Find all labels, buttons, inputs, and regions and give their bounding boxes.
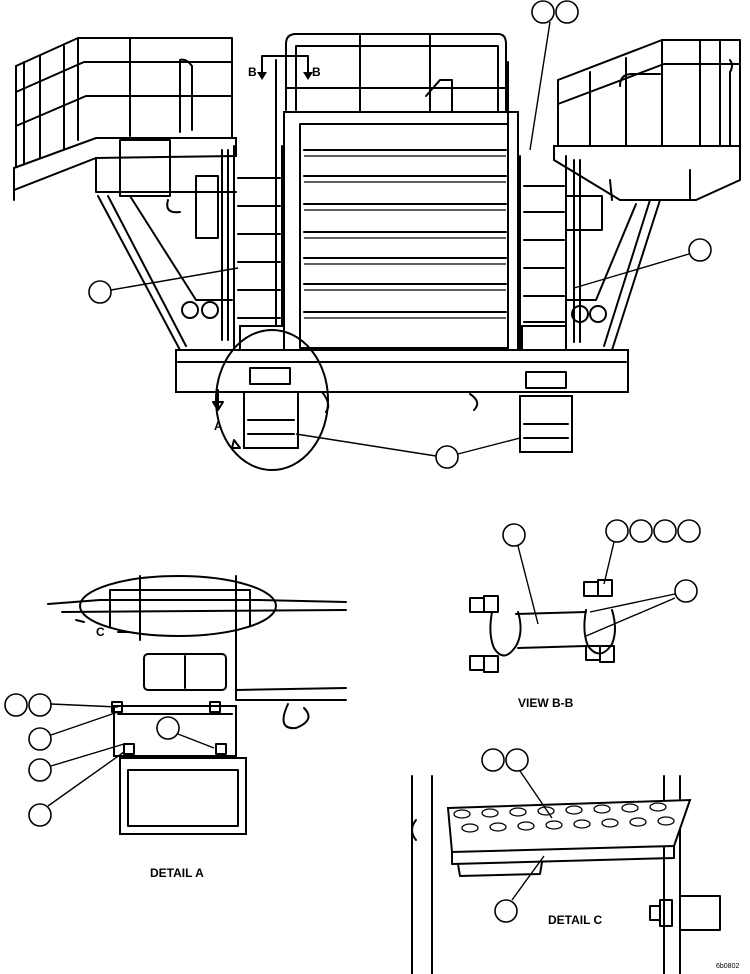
detail-a-callout-circle [215,329,329,471]
view-bb-caption: VIEW B-B [518,696,574,710]
section-marker-c: C [96,625,105,639]
callout-bubbles-main [88,0,712,469]
section-marker-a: A [214,419,223,433]
detail-c-view: DETAIL C [411,748,721,974]
drawing-number: 6b0802 [716,963,739,970]
section-b-marker: B B [248,55,321,80]
left-handrail [13,37,237,201]
lower-left-step [243,391,299,449]
detail-a-view: C DETAIL A [4,575,347,880]
lower-right-step [519,395,573,453]
svg-text:B: B [248,65,257,79]
front-bumper [175,349,629,413]
detail-a-caption: DETAIL A [150,866,204,880]
center-handrail [285,33,507,115]
left-stairway [221,59,285,361]
svg-text:B: B [312,65,321,79]
right-stairway [507,61,581,361]
right-handrail [553,39,741,201]
main-assembly-view: A B B [13,0,741,471]
view-bb: VIEW B-B [469,519,701,710]
left-frame [97,139,233,351]
detail-c-caption: DETAIL C [548,913,603,927]
radiator-grille [283,111,519,353]
